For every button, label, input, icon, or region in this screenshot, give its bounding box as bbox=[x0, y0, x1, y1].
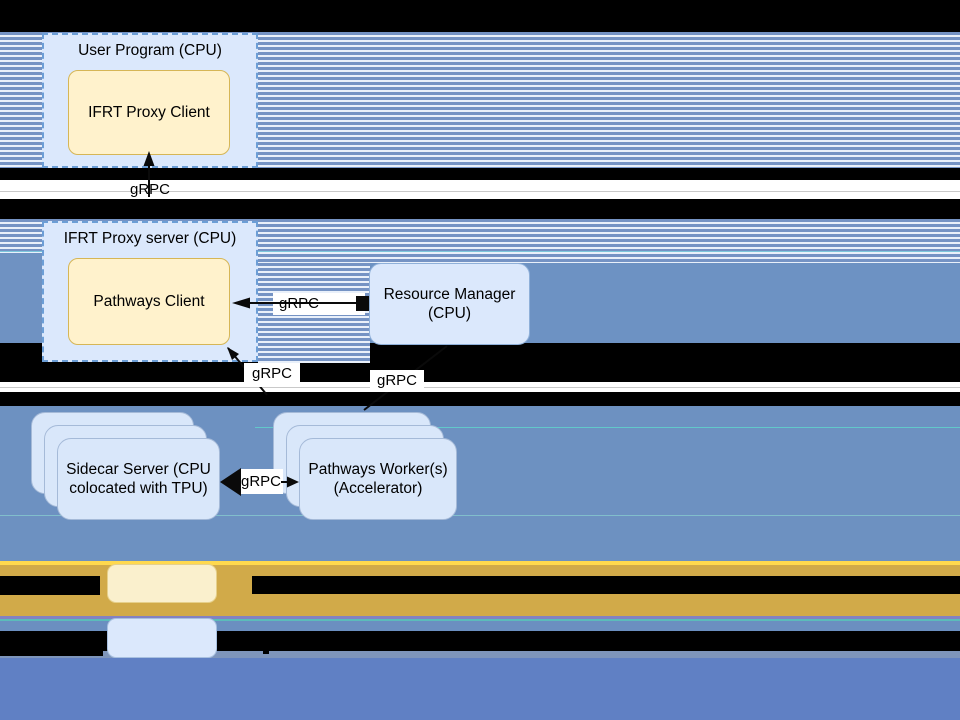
glitch-cyan-line-3 bbox=[0, 515, 960, 516]
legend-swatch-blue bbox=[107, 618, 217, 658]
bg-white-band-1 bbox=[0, 180, 960, 199]
edge-label-grpc-server-down: gRPC bbox=[251, 365, 292, 382]
sidecar-server-line2: colocated with TPU) bbox=[69, 480, 208, 497]
node-ifrt-proxy-client: IFRT Proxy Client bbox=[68, 70, 230, 155]
node-resource-manager: Resource Manager (CPU) bbox=[369, 263, 530, 345]
edge-label-bg-4 bbox=[370, 370, 424, 392]
edge-label-grpc-rm-down: gRPC bbox=[376, 372, 417, 389]
edge-label-bg-3 bbox=[244, 363, 300, 387]
bg-yellow-line bbox=[0, 561, 960, 565]
edge-label-bg-5 bbox=[239, 469, 283, 494]
bg-teal-line bbox=[0, 619, 960, 621]
glitch-cyan-line-2 bbox=[255, 427, 960, 428]
bg-purple-line bbox=[0, 616, 960, 619]
edge-label-grpc-user-program: gRPC bbox=[129, 181, 170, 198]
bg-white-band-2 bbox=[0, 382, 960, 392]
pathways-client-label: Pathways Client bbox=[93, 292, 205, 310]
redaction-bar-3 bbox=[0, 632, 103, 656]
redaction-bar-1 bbox=[0, 576, 100, 595]
edge-label-grpc-client-rm: gRPC bbox=[278, 295, 319, 312]
ifrt-proxy-server-title: IFRT Proxy server (CPU) bbox=[63, 230, 237, 247]
bg-gray-line-1 bbox=[0, 191, 960, 192]
bg-legend-blue-band bbox=[0, 621, 960, 631]
pathways-workers-line1: Pathways Worker(s) bbox=[308, 461, 448, 478]
pathways-workers-line2: (Accelerator) bbox=[333, 480, 423, 497]
sidecar-server-line1: Sidecar Server (CPU bbox=[66, 461, 211, 478]
legend-swatch-yellow bbox=[107, 564, 217, 603]
glitch-cyan-line-1 bbox=[0, 251, 960, 252]
resource-manager-line1: Resource Manager bbox=[383, 286, 516, 303]
bg-bottom-blue bbox=[0, 658, 960, 720]
stack-sidecar-front: Sidecar Server (CPU colocated with TPU) bbox=[57, 438, 220, 520]
bg-gray-line-2 bbox=[0, 387, 960, 388]
ifrt-proxy-client-label: IFRT Proxy Client bbox=[88, 103, 210, 121]
bg-gray-blue-band bbox=[0, 651, 960, 658]
redaction-tail bbox=[263, 648, 269, 654]
stack-workers-front: Pathways Worker(s) (Accelerator) bbox=[299, 438, 457, 520]
edge-label-grpc-sidecar-workers: gRPC bbox=[240, 473, 281, 490]
redaction-bar-4 bbox=[224, 631, 960, 651]
edge-label-bg-2 bbox=[273, 293, 365, 315]
user-program-title: User Program (CPU) bbox=[78, 42, 222, 59]
node-pathways-client: Pathways Client bbox=[68, 258, 230, 345]
redaction-bar-2 bbox=[252, 576, 960, 594]
bg-left-blue bbox=[0, 253, 42, 343]
resource-manager-line2: (CPU) bbox=[427, 305, 472, 322]
